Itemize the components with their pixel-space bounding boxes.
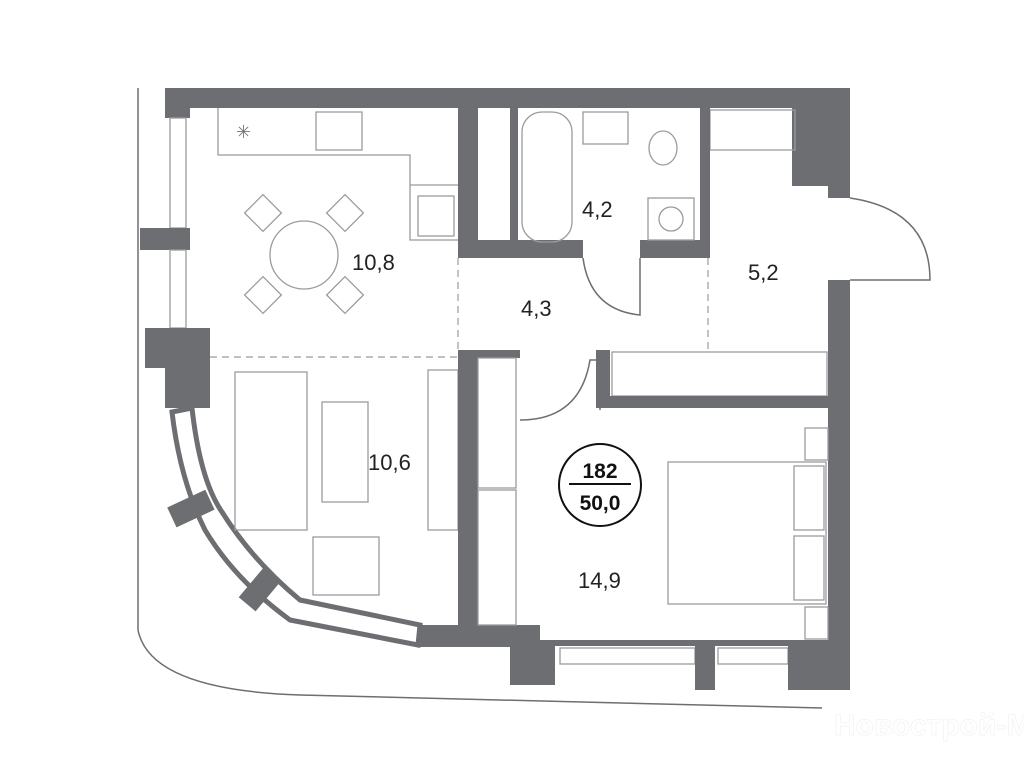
zone-divider (210, 258, 709, 358)
room-area-bedroom: 14,9 (578, 568, 621, 593)
room-area-corridor: 4,3 (521, 296, 552, 321)
room-area-kitchen: 10,8 (352, 250, 395, 275)
wall-bath-left (458, 108, 478, 258)
wall-left-upper (165, 108, 190, 118)
bed (667, 461, 827, 605)
pillow-2 (793, 535, 825, 601)
room-area-living-room: 10,6 (368, 450, 411, 475)
wall-bedroom-top (600, 396, 828, 408)
wall-bath-mid (510, 108, 518, 248)
apartment-number: 182 (582, 460, 617, 483)
washing-machine (647, 197, 695, 241)
toilet (648, 130, 678, 166)
oven (417, 195, 455, 237)
wall-right-upper (828, 88, 850, 198)
wall-bath-right (700, 108, 710, 258)
wardrobe-bedroom (477, 489, 517, 626)
window-curved (169, 405, 423, 648)
wall-right-lower (828, 280, 850, 690)
total-area: 50,0 (580, 492, 621, 515)
chair-1 (243, 193, 283, 233)
pillar-curve-2 (238, 566, 282, 612)
bathtub (521, 111, 573, 243)
fridge-icon: ✳ (236, 122, 251, 142)
window-bottom-2 (717, 647, 789, 665)
chair-2 (325, 193, 365, 233)
sofa (234, 371, 308, 531)
stove (315, 111, 363, 151)
wall-bottom-right (540, 640, 830, 646)
terrace-outline (137, 88, 823, 709)
wall-corridor-top (458, 350, 520, 358)
nightstand-2 (804, 606, 829, 640)
window-bottom-1 (559, 647, 696, 665)
sink (582, 111, 629, 145)
watermark: Новострой-М (834, 709, 1024, 742)
entrance-door[interactable] (849, 197, 931, 281)
wall-wardrobe (596, 350, 610, 408)
wall-living-bedroom (458, 350, 478, 625)
nightstand-1 (804, 427, 829, 461)
chair-3 (243, 275, 283, 315)
pillow-1 (793, 465, 825, 531)
bedroom-door[interactable] (519, 359, 601, 421)
chair-4 (325, 275, 365, 315)
window-left-1 (169, 117, 187, 229)
pillar-bottom-2 (695, 640, 715, 690)
wardrobe-top (709, 109, 796, 151)
wall-bath-bottom-1 (478, 240, 583, 258)
wall-bath-bottom-2 (640, 240, 710, 258)
bathroom-door[interactable] (582, 257, 641, 316)
room-area-bathroom: 4,2 (582, 197, 613, 222)
wardrobe-hall (611, 351, 828, 397)
kitchen-counter (217, 108, 458, 241)
wardrobe-corridor (477, 357, 517, 489)
room-area-hallway: 5,2 (748, 260, 779, 285)
pillar-curve-1 (167, 489, 215, 528)
wall-left-mid (140, 228, 190, 250)
armchair (312, 536, 380, 596)
wall-storage (792, 108, 828, 186)
window-left-2 (169, 249, 187, 329)
pillar-bottom-3 (788, 640, 833, 690)
dining-table (269, 220, 339, 290)
wall-left-low (165, 368, 210, 408)
wall-top (165, 88, 850, 108)
coffee-table (321, 401, 369, 503)
pillar-left (145, 328, 210, 368)
washing-machine-drum (658, 206, 684, 232)
tv-stand (427, 369, 459, 531)
pillar-bottom-1 (510, 640, 555, 685)
